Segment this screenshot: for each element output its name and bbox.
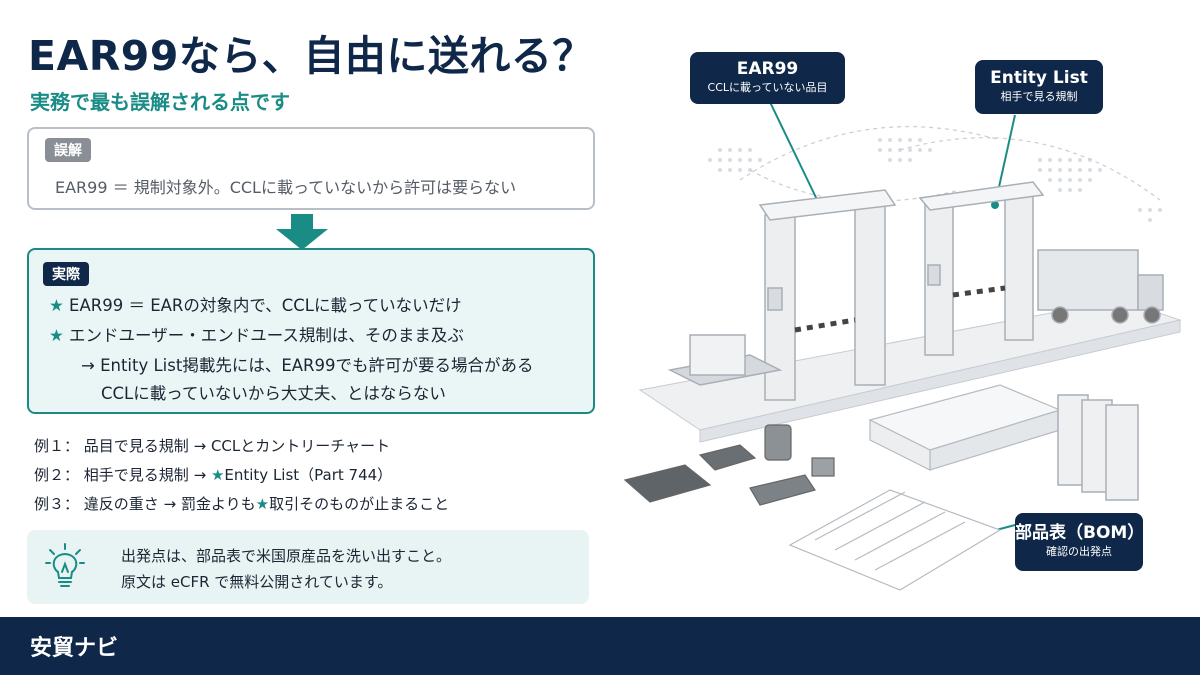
example-2: 例２： 相手で見る規制 → ★Entity List（Part 744） [34,466,393,484]
page-subtitle: 実務で最も誤解される点です [30,90,290,114]
down-arrow-icon [276,214,328,250]
lightbulb-icon [45,543,85,587]
reality-line-2: ★ エンドユーザー・エンドユース規制は、そのまま及ぶ [49,326,464,345]
tip-line-2: 原文は eCFR で無料公開されています。 [121,573,393,591]
example-3: 例３： 違反の重さ → 罰金よりも★取引そのものが止まること [34,495,450,513]
reality-tag: 実際 [43,262,89,286]
callout-bom: 部品表（BOM） 確認の出発点 [1015,513,1144,571]
page-title: EAR99なら、自由に送れる？ [28,32,594,80]
star-icon: ★ [210,466,225,484]
callout-entity-list: Entity List 相手で見る規制 [975,60,1103,114]
brand-logo: 安貿ナビ [30,636,119,661]
star-icon: ★ [49,326,64,345]
tip-box: 出発点は、部品表で米国原産品を洗い出すこと。 原文は eCFR で無料公開されて… [27,530,589,604]
misconception-tag: 誤解 [45,138,91,162]
misconception-box: 誤解 EAR99 ＝ 規制対象外。CCLに載っていないから許可は要らない [27,127,595,210]
reality-box: 実際 ★ EAR99 ＝ EARの対象内で、CCLに載っていないだけ ★ エンド… [27,248,595,414]
callout-ear99: EAR99 CCLに載っていない品目 [690,52,845,104]
star-icon: ★ [49,296,64,315]
gate-illustration [623,101,1182,591]
reality-line-3: → Entity List掲載先には、EAR99でも許可が要る場合がある [81,356,534,375]
misconception-text: EAR99 ＝ 規制対象外。CCLに載っていないから許可は要らない [55,178,517,197]
footer-bar: 安貿ナビ [0,617,1200,675]
tip-line-1: 出発点は、部品表で米国原産品を洗い出すこと。 [121,547,452,565]
reality-line-1: ★ EAR99 ＝ EARの対象内で、CCLに載っていないだけ [49,296,462,315]
star-icon: ★ [255,495,270,513]
reality-line-4: CCLに載っていないから大丈夫、とはならない [101,384,446,403]
example-1: 例１： 品目で見る規制 → CCLとカントリーチャート [34,437,391,455]
